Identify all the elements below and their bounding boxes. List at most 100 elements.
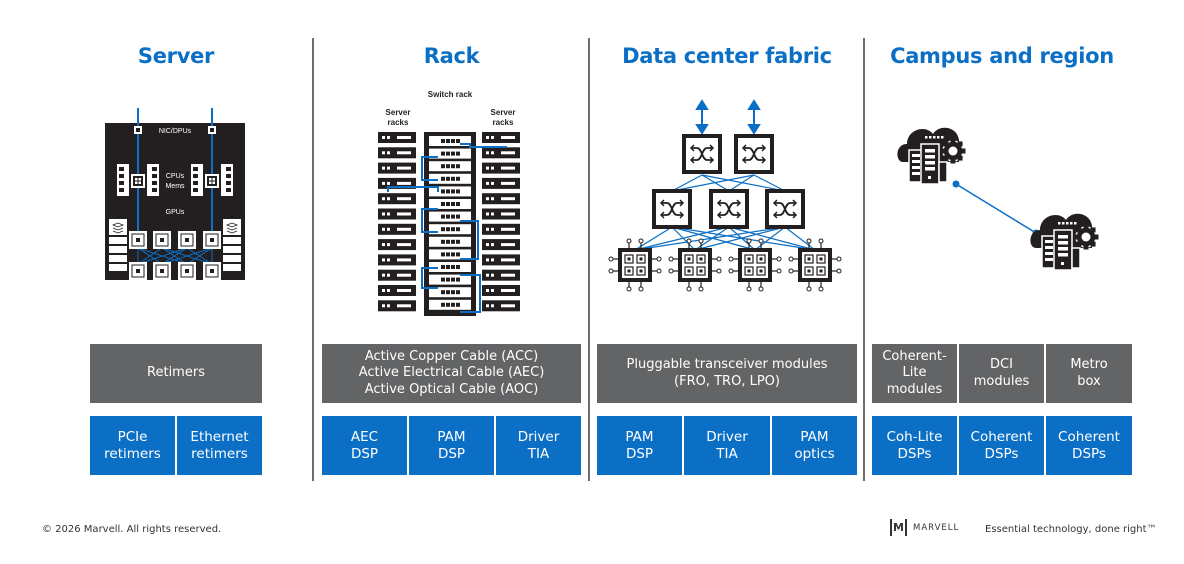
switch-unit (429, 249, 471, 260)
network-switch-icon (765, 189, 805, 229)
chip-label: PAM DSP (437, 429, 466, 462)
server-rack-unit (482, 254, 520, 266)
server-rack-unit (378, 223, 416, 235)
cloud-datacenter-icon (1030, 213, 1099, 271)
product-label: Metro box (1070, 357, 1108, 389)
mems-label: Mems (165, 183, 185, 190)
marvell-logo: M MARVELL (890, 519, 959, 536)
cpus-label: CPUs (166, 173, 185, 180)
ssd-stack-right (223, 219, 241, 271)
column-title-rack: Rack (423, 44, 480, 68)
chip-box: Coherent DSPs (959, 416, 1044, 475)
chip-box: PAM DSP (597, 416, 682, 475)
server-rack-unit (378, 300, 416, 312)
tagline: Essential technology, done right™ (985, 524, 1157, 535)
memory-icon (191, 164, 203, 196)
gpus-label: GPUs (166, 209, 185, 216)
cpu-icon (131, 174, 145, 188)
campus-graphic (897, 127, 1099, 271)
server-rack-unit (378, 254, 416, 266)
switch-unit (429, 136, 471, 146)
network-switch-icon (682, 134, 722, 174)
column-divider (588, 38, 590, 481)
gpu-icon (129, 262, 147, 280)
cloud-datacenter-icon (897, 127, 966, 185)
chip-box: PAM DSP (409, 416, 494, 475)
gpu-icon (178, 262, 196, 280)
gpu-icon (129, 231, 147, 249)
server-rack-unit (378, 177, 416, 189)
network-switch-icon (652, 189, 692, 229)
gpu-icon (153, 262, 171, 280)
chip-box: Driver TIA (684, 416, 770, 475)
server-rack-unit (482, 177, 520, 189)
switch-unit (429, 274, 471, 285)
processor-chip-icon (608, 238, 662, 292)
chip-box: Coh-Lite DSPs (872, 416, 957, 475)
product-label: Active Electrical Cable (AEC) (358, 365, 545, 381)
server-rack-unit (482, 239, 520, 251)
uplink-arrows (695, 99, 761, 135)
memory-icon (221, 164, 233, 196)
server-rack-unit (482, 132, 520, 143)
gpu-icon (203, 231, 221, 249)
gpu-mesh (137, 247, 213, 265)
server-rack-unit (482, 300, 520, 312)
column-divider (312, 38, 314, 481)
switch-unit (429, 287, 471, 298)
memory-icon (117, 164, 129, 196)
server-rack-unit (378, 239, 416, 251)
switch-unit (429, 236, 471, 247)
server-rack-unit (378, 193, 416, 205)
marvell-logo-icon: M (890, 519, 907, 536)
product-label: Coherent- Lite modules (882, 348, 947, 397)
switch-unit (429, 199, 471, 209)
memory-icon (147, 164, 159, 196)
chip-box: PAM optics (772, 416, 857, 475)
network-switch-icon (734, 134, 774, 174)
logo-text: MARVELL (913, 522, 960, 533)
switch-unit (429, 299, 471, 310)
server-rack-unit (482, 208, 520, 220)
nic-icon (134, 126, 142, 134)
svg-text:racks: racks (388, 118, 409, 127)
column-title-campus-region: Campus and region (890, 44, 1114, 68)
server-rack-unit (482, 285, 520, 296)
column-title-data-center-fabric: Data center fabric (622, 44, 832, 68)
column-title-server: Server (137, 44, 215, 68)
server-racks-right-label: Server (491, 108, 516, 117)
server-rack-unit (378, 269, 416, 281)
server-rack-unit (482, 269, 520, 281)
rack-graphic: Switch rack Server racks Server racks (378, 90, 520, 316)
server-graphic: NIC/DPUs CPUs Mems GPUs (105, 108, 245, 280)
chip-label: Coherent DSPs (970, 429, 1033, 462)
product-box-pluggable: Pluggable transceiver modules (FRO, TRO,… (597, 344, 857, 403)
gpu-icon (153, 231, 171, 249)
server-rack-unit (482, 193, 520, 205)
chip-label: Coherent DSPs (1058, 429, 1120, 462)
fabric-links (634, 174, 816, 251)
cpu-icon (205, 174, 219, 188)
switch-unit (429, 186, 471, 197)
region-link (955, 183, 1037, 234)
nic-icon (208, 126, 216, 134)
processor-chip-icon (668, 238, 722, 292)
chip-label: AEC DSP (350, 429, 379, 462)
product-label: DCI modules (973, 357, 1030, 389)
product-label: Pluggable transceiver modules (626, 357, 828, 372)
chip-label: PCIe retimers (104, 429, 161, 462)
gpu-icons (129, 231, 221, 280)
svg-text:racks: racks (493, 118, 514, 127)
chip-box: Coherent DSPs (1046, 416, 1132, 475)
server-rack-unit (378, 208, 416, 220)
product-box-retimers: Retimers (90, 344, 262, 403)
product-label: Retimers (147, 365, 205, 381)
gpu-icon (178, 231, 196, 249)
switch-rack-label: Switch rack (428, 90, 473, 99)
chip-box: Ethernet retimers (177, 416, 262, 475)
copyright: © 2026 Marvell. All rights reserved. (42, 524, 222, 535)
product-label: Active Copper Cable (ACC) (364, 348, 539, 364)
column-divider (863, 38, 865, 481)
logo-mark-letter: M (893, 521, 904, 534)
ssd-stack-left (109, 219, 127, 271)
